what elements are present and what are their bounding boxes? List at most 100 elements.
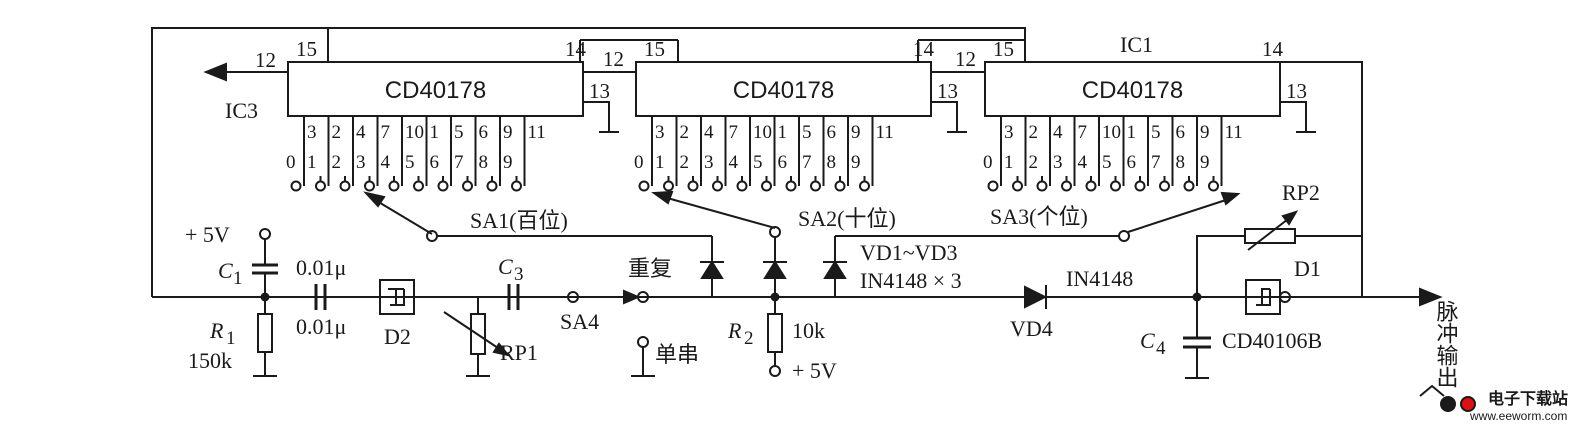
output-pin-number: 11 <box>1225 122 1243 143</box>
switch-contact[interactable] <box>663 180 674 192</box>
output-pin-number: 9 <box>503 122 513 143</box>
switch-contact[interactable] <box>785 180 797 192</box>
digit-label: 4 <box>1078 152 1088 173</box>
output-pin-number: 11 <box>528 122 546 143</box>
vd1-diode <box>700 236 724 297</box>
c1-label: C <box>218 258 233 283</box>
c4-capacitor <box>1183 297 1211 379</box>
output-label-char-0: 脉冲输出 <box>1433 300 1459 388</box>
switch-contact[interactable] <box>511 180 522 192</box>
switch-contact[interactable] <box>486 180 498 192</box>
output-pin-number: 6 <box>1176 122 1186 143</box>
switch-contact[interactable] <box>290 180 302 192</box>
output-pin-number: 5 <box>454 122 464 143</box>
output-pin-number: 5 <box>802 122 812 143</box>
pin15-label: 15 <box>644 37 665 61</box>
rp2-potentiometer[interactable] <box>1196 210 1362 297</box>
switch-contact[interactable] <box>462 180 473 192</box>
switch-contact[interactable] <box>388 180 400 192</box>
sa2-switch[interactable] <box>651 190 781 238</box>
c1-sub: 1 <box>233 268 243 289</box>
d2-schmitt-gate <box>379 279 470 315</box>
watermark-cn: 电子下载站 <box>1488 389 1568 408</box>
output-pin-number: 7 <box>729 122 739 143</box>
ground-wire <box>597 101 610 132</box>
switch-contact[interactable] <box>437 180 449 192</box>
switch-contact[interactable] <box>1012 180 1023 192</box>
digit-label: 6 <box>1127 152 1137 173</box>
switch-contact[interactable] <box>834 180 846 192</box>
supply-terminal-1 <box>259 228 271 265</box>
output-pin-number: 9 <box>1200 122 1210 143</box>
repeat-label: 重复 <box>628 256 672 281</box>
switch-contact[interactable] <box>1036 180 1048 192</box>
sa3-switch[interactable] <box>835 191 1241 242</box>
sa4-switch[interactable] <box>567 289 712 377</box>
switch-contact[interactable] <box>339 180 351 192</box>
digit-label: 9 <box>851 152 861 173</box>
switch-contact[interactable] <box>364 180 375 192</box>
switch-contact[interactable] <box>315 180 326 192</box>
digit-label: 0 <box>634 152 644 173</box>
switch-contact[interactable] <box>1061 180 1072 192</box>
digit-label: 3 <box>356 152 366 173</box>
switch-contact[interactable] <box>1208 180 1219 192</box>
chip-name: CD40178 <box>385 77 486 104</box>
digit-label: 7 <box>802 152 812 173</box>
watermark-url: www.eeworm.com <box>1469 409 1567 423</box>
sa1-switch[interactable] <box>363 191 712 242</box>
ground-wire <box>1294 101 1307 132</box>
single-label: 单串 <box>655 342 699 367</box>
output-pin-number: 10 <box>753 122 772 143</box>
rp1-potentiometer[interactable] <box>443 297 511 377</box>
r1-label: R <box>209 318 224 343</box>
r2-resistor <box>767 292 783 377</box>
switch-contact[interactable] <box>987 180 999 192</box>
ic2-pin12-label: 12 <box>603 47 624 71</box>
d1-schmitt-inverter <box>1245 279 1291 315</box>
digit-label: 9 <box>503 152 513 173</box>
output-pin-number: 7 <box>381 122 391 143</box>
switch-contact[interactable] <box>687 180 699 192</box>
pin15-label: 15 <box>296 37 317 61</box>
vd4-label: VD4 <box>1010 316 1053 341</box>
switch-contact[interactable] <box>1159 180 1170 192</box>
switch-contact[interactable] <box>761 180 772 192</box>
c2-value: 0.01μ <box>296 314 346 339</box>
switch-contact[interactable] <box>1110 180 1121 192</box>
d1-label: D1 <box>1294 256 1321 281</box>
rp2-label: RP2 <box>1282 180 1320 205</box>
chip-body <box>287 61 584 117</box>
switch-contact[interactable] <box>712 180 723 192</box>
switch-contact[interactable] <box>810 180 821 192</box>
r1-resistor <box>253 313 277 377</box>
output-pin-number: 3 <box>307 122 317 143</box>
switch-contact[interactable] <box>1085 180 1097 192</box>
vd-type-label: IN4148 × 3 <box>860 268 962 293</box>
c4-sub: 4 <box>1156 338 1166 359</box>
pin13-label: 13 <box>589 79 610 103</box>
output-pin-number: 1 <box>778 122 788 143</box>
digit-label: 1 <box>307 152 317 173</box>
output-pin-number: 3 <box>655 122 665 143</box>
ground-wire <box>945 101 958 132</box>
switch-contact[interactable] <box>1183 180 1195 192</box>
switch-contact[interactable] <box>413 180 424 192</box>
digit-label: 8 <box>827 152 837 173</box>
digit-label: 7 <box>1151 152 1161 173</box>
output-pin-number: 2 <box>1029 122 1039 143</box>
digit-label: 4 <box>729 152 739 173</box>
switch-contact[interactable] <box>859 180 870 192</box>
switch-contact[interactable] <box>638 180 650 192</box>
pin13-label: 13 <box>937 79 958 103</box>
switch-contact[interactable] <box>1134 180 1146 192</box>
digit-label: 4 <box>381 152 391 173</box>
d2-label: D2 <box>384 324 411 349</box>
inverter-label: CD40106B <box>1222 328 1322 353</box>
c1-capacitor <box>252 263 278 314</box>
switch-contact[interactable] <box>736 180 748 192</box>
output-pin-number: 10 <box>1102 122 1121 143</box>
chip-name: CD40178 <box>1082 77 1183 104</box>
digit-label: 6 <box>778 152 788 173</box>
